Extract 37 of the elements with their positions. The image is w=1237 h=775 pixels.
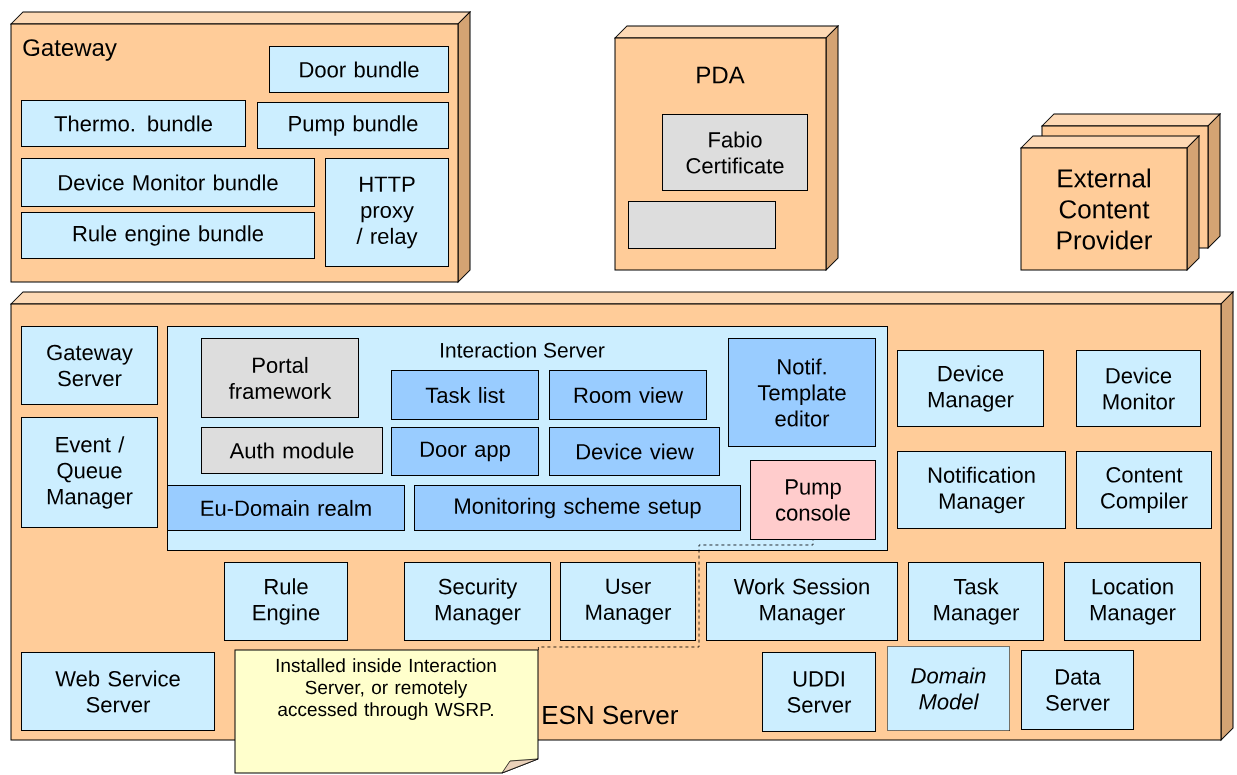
component-box: Location Manager <box>1064 562 1201 641</box>
component-box: Pump bundle <box>257 102 449 149</box>
component-box: Rule engine bundle <box>21 212 315 259</box>
component-box: UDDI Server <box>762 652 876 732</box>
component-box: Domain Model <box>887 646 1010 731</box>
component-box: Device view <box>549 427 720 476</box>
component-box: Notification Manager <box>897 451 1066 529</box>
component-box: Room view <box>549 370 707 420</box>
component-box: Work Session Manager <box>706 562 898 641</box>
component-box: Device Monitor <box>1076 350 1201 427</box>
component-box: Door app <box>391 427 539 476</box>
dashed-line <box>538 539 814 651</box>
component-box: Device Manager <box>897 350 1044 427</box>
component-box: Portal framework <box>201 338 359 418</box>
component-box: Task Manager <box>908 562 1044 641</box>
component-box: Content Compiler <box>1076 451 1212 529</box>
component-box: Notif. Template editor <box>728 338 876 447</box>
component-box: Data Server <box>1021 650 1134 730</box>
component-box: Web Service Server <box>21 652 215 731</box>
component-box: Auth module <box>201 427 383 474</box>
component-box: HTTP proxy / relay <box>325 158 449 267</box>
component-box: Device Monitor bundle <box>21 158 315 207</box>
component-box: Pump console <box>750 460 876 540</box>
note: Installed inside Interaction Server, or remotely accessed through WSRP. <box>234 649 539 774</box>
component-box: Gateway Server <box>21 326 158 405</box>
node-box: External Content Provider <box>1020 113 1221 271</box>
component-box: Task list <box>391 370 539 420</box>
component-box: Eu-Domain realm <box>167 485 405 531</box>
component-box: Security Manager <box>404 562 551 641</box>
component-box <box>628 201 776 249</box>
component-box: Thermo. bundle <box>21 100 246 147</box>
component-box: Door bundle <box>269 46 449 93</box>
component-box: Fabio Certificate <box>662 114 808 191</box>
component-box: Monitoring scheme setup <box>414 485 741 531</box>
component-box: Rule Engine <box>224 562 348 641</box>
component-box: Event / Queue Manager <box>21 417 158 528</box>
component-box: User Manager <box>560 562 696 641</box>
